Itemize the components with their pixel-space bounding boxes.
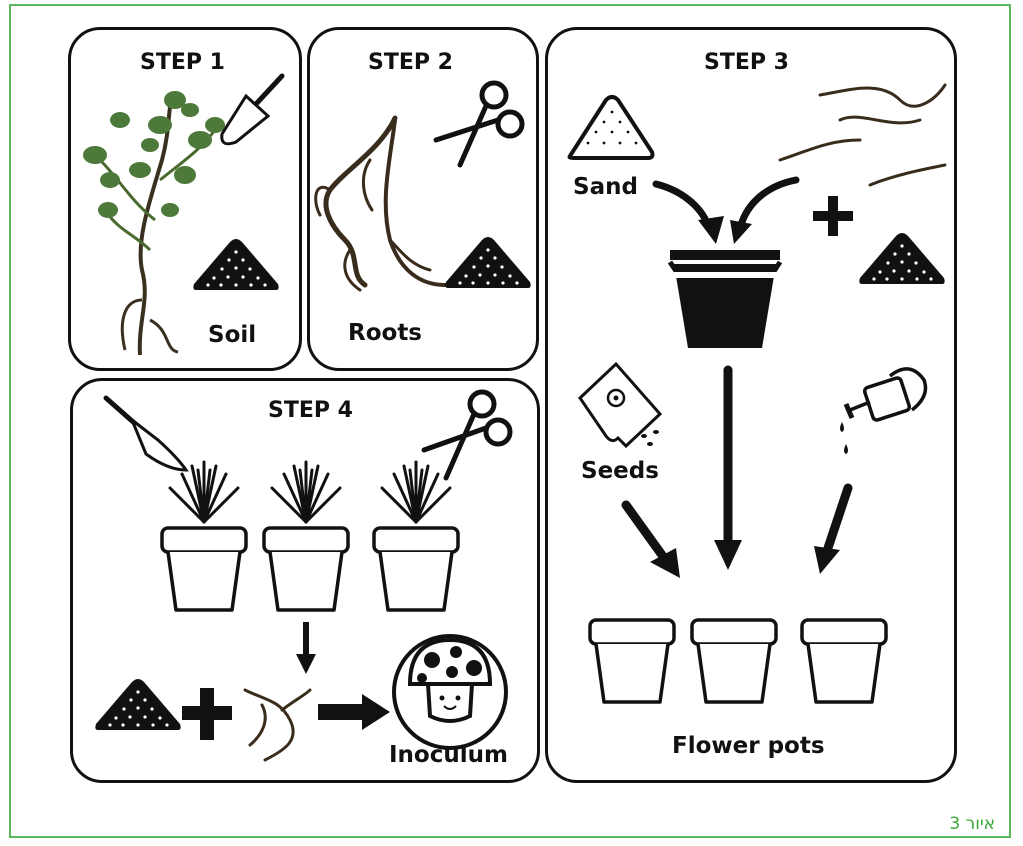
scissors-icon [436, 83, 522, 165]
soil-pile-icon [95, 679, 180, 730]
plant-pot-icon [264, 462, 348, 610]
flower-pot-icon [802, 620, 886, 702]
soil-label: Soil [208, 322, 256, 348]
flower-pots-label: Flower pots [672, 733, 825, 759]
step2-title: STEP 2 [368, 50, 453, 75]
mushroom-icon [394, 636, 506, 748]
plant-photo [83, 91, 225, 355]
seeds-label: Seeds [581, 458, 659, 484]
water-drops [840, 422, 848, 454]
roots-label: Roots [348, 320, 422, 346]
trowel-icon [222, 76, 282, 144]
plus-icon [813, 196, 853, 236]
inoculum-label: Inoculum [389, 742, 508, 768]
flower-pot-icon [692, 620, 776, 702]
arrow-icon [318, 694, 390, 730]
soil-pile-icon [193, 239, 278, 290]
plus-icon [182, 688, 232, 740]
sand-pile-icon [570, 97, 653, 158]
plant-pot-icon [162, 462, 246, 610]
scissors-icon [424, 392, 510, 478]
soil-pile-icon [859, 233, 944, 284]
step4-title: STEP 4 [268, 398, 353, 423]
roots-photo [316, 118, 445, 290]
soil-pile-icon [445, 237, 530, 288]
step1-title: STEP 1 [140, 50, 225, 75]
trowel-icon [106, 398, 186, 470]
roots-photo [245, 690, 310, 760]
flower-pot-icon [590, 620, 674, 702]
arrow-icon [296, 622, 316, 674]
arrow-icon [656, 180, 796, 225]
watering-can-icon [846, 369, 926, 421]
sand-label: Sand [573, 174, 638, 200]
step3-title: STEP 3 [704, 50, 789, 75]
roots-photo [780, 85, 945, 185]
bucket-icon [670, 250, 780, 348]
seed-packet-icon [580, 364, 660, 446]
arrow-icon [626, 370, 848, 555]
plant-pot-icon [374, 462, 458, 610]
figure-caption: איור 3 [949, 814, 995, 834]
